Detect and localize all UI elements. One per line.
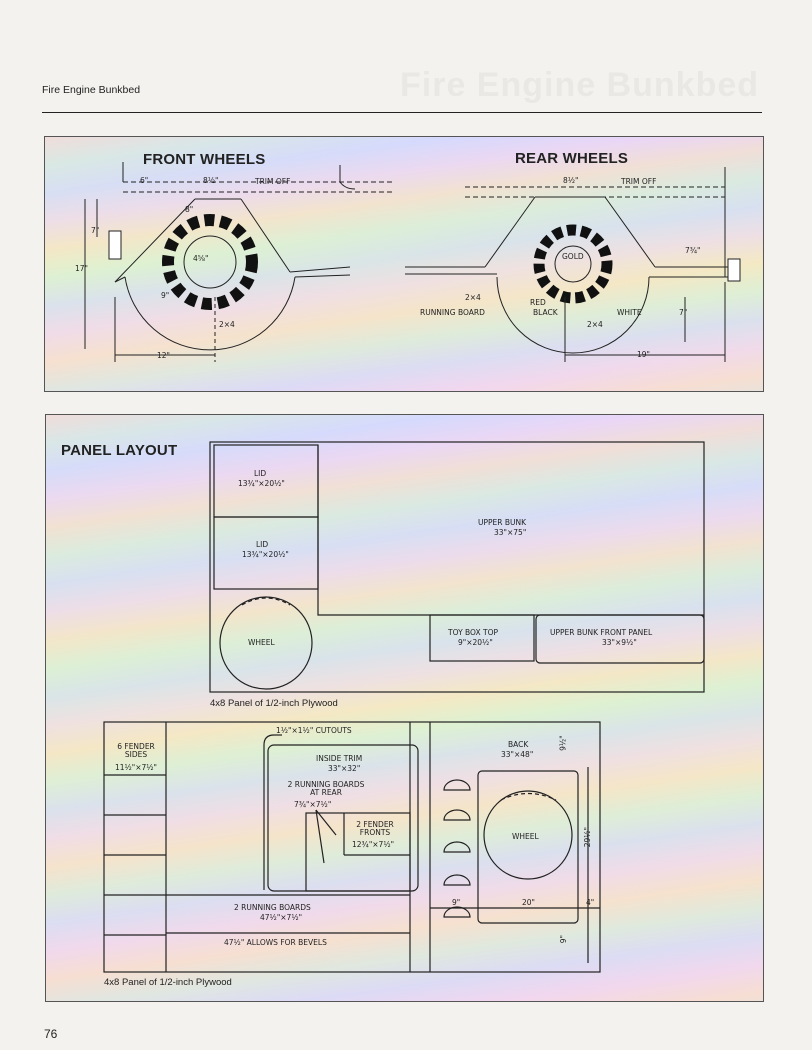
toy-box-top-dim: 9"×20½" (458, 638, 493, 647)
rear-2x4-label: 2×4 (465, 293, 481, 302)
dim-20: 20" (522, 898, 535, 907)
rear-gold-label: GOLD (562, 252, 584, 261)
dim-9a: 9" (452, 898, 461, 907)
sheet1-caption: 4x8 Panel of 1/2-inch Plywood (210, 698, 338, 709)
front-dim-12: 12" (157, 351, 170, 360)
rear-wheel-drawing (405, 167, 741, 362)
lid2-dim: 13¾"×20½" (242, 550, 289, 559)
lid1-label: LID (254, 469, 267, 478)
dim-9half: 9½" (558, 735, 568, 751)
front-dim-7: 7" (91, 226, 100, 235)
wheels-drawing (84, 162, 741, 362)
rear-dim-7-3q: 7¾" (685, 246, 701, 255)
running-rear-dim: 7¾"×7½" (294, 800, 332, 809)
running-boards-dim: 47½"×7½" (260, 913, 303, 922)
dim-9b: 9" (558, 935, 568, 944)
fender-fronts-dim: 12¾"×7½" (352, 840, 395, 849)
rear-dim-19: 19" (637, 350, 650, 359)
lid2-label: LID (256, 540, 269, 549)
front-panel-dim: 33"×9½" (602, 638, 637, 647)
running-rear-label: 2 RUNNING BOARDS AT REAR (287, 780, 365, 798)
front-2x4-label: 2×4 (219, 320, 235, 329)
rear-dim-8half: 8½" (563, 176, 579, 185)
upper-bunk-dim: 33"×75" (494, 528, 527, 537)
front-dim-6: 6" (140, 176, 149, 185)
cutouts-label: 1½"×1½" CUTOUTS (276, 726, 352, 735)
front-dim-17: 17" (75, 264, 88, 273)
fender-sides-label: 6 FENDER SIDES (117, 742, 155, 760)
upper-bunk-label: UPPER BUNK (478, 518, 527, 527)
rear-white-label: WHITE (617, 308, 642, 317)
sheet2-wheel-label: WHEEL (512, 832, 539, 841)
front-panel-label: UPPER BUNK FRONT PANEL (550, 628, 653, 637)
rear-trim-off: TRIM OFF (621, 177, 657, 186)
fender-sides-dim: 11½"×7½" (114, 763, 158, 772)
ghost-title: Fire Engine Bunkbed (400, 66, 760, 104)
rear-dim-7: 7" (679, 308, 688, 317)
wheels-panel: FRONT WHEELS REAR WHEELS 6" 8½" TRIM OFF… (44, 136, 764, 392)
inside-trim-label: INSIDE TRIM (316, 754, 363, 763)
dim-4: 4" (586, 898, 595, 907)
running-boards-label: 2 RUNNING BOARDS (234, 903, 311, 912)
panel-layout-title: PANEL LAYOUT (61, 442, 178, 459)
panel-layout-drawing (103, 441, 705, 973)
sheet-one-outline (209, 441, 705, 693)
back-dim: 33"×48" (501, 750, 534, 759)
front-dim-9: 9" (161, 291, 170, 300)
rear-wheels-title: REAR WHEELS (515, 150, 629, 167)
inside-trim-dim: 33"×32" (328, 764, 361, 773)
dim-29half: 29½" (583, 826, 593, 848)
front-wheels-title: FRONT WHEELS (143, 151, 266, 168)
front-wheel-drawing (84, 162, 395, 362)
sheet2-caption: 4x8 Panel of 1/2-inch Plywood (104, 977, 232, 988)
front-trim-off: TRIM OFF (255, 177, 291, 186)
rear-red-label: RED (530, 298, 546, 307)
rear-2x4b-label: 2×4 (587, 320, 603, 329)
fender-fronts-label: 2 FENDER FRONTS (356, 820, 394, 838)
front-dim-8: 8" (185, 205, 194, 214)
back-label: BACK (508, 740, 529, 749)
rear-black-label: BLACK (533, 308, 558, 317)
lid1-dim: 13¾"×20½" (238, 479, 285, 488)
running-head: Fire Engine Bunkbed (42, 84, 141, 96)
sheet1-wheel-label: WHEEL (248, 638, 275, 647)
panel-layout-section: PANEL LAYOUT LID 13¾"×20½" LID 13¾"×20½"… (45, 414, 764, 1002)
sheet-two-outline (103, 721, 601, 973)
front-dim-8half: 8½" (203, 176, 219, 185)
toy-box-top-label: TOY BOX TOP (448, 628, 499, 637)
bevels-label: 47½" ALLOWS FOR BEVELS (224, 938, 327, 947)
front-dim-4-5: 4⅝" (193, 254, 209, 263)
rear-running-board-label: RUNNING BOARD (420, 308, 485, 317)
header-rule (42, 112, 762, 113)
page-number: 76 (44, 1027, 58, 1041)
